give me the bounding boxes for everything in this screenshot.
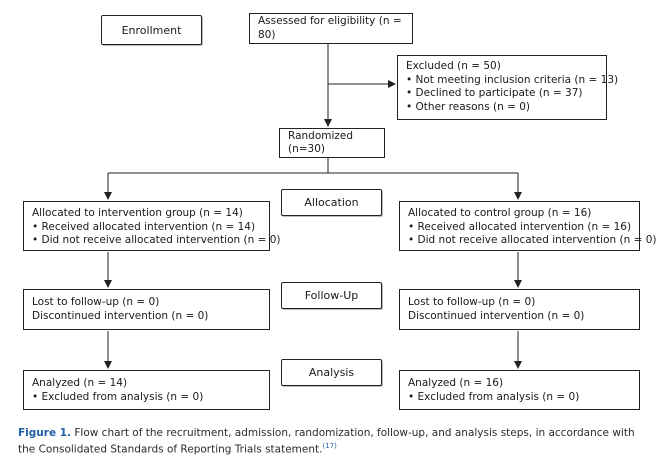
control-discontinued-text: Discontinued intervention (n = 0) xyxy=(408,309,585,322)
excluded-box: Excluded (n = 50) Not meeting inclusion … xyxy=(397,55,619,120)
intervention-analysis-box: Analyzed (n = 14) Excluded from analysis… xyxy=(23,370,270,410)
excluded-item: Declined to participate (n = 37) xyxy=(406,87,598,101)
enrollment-text: Enrollment xyxy=(121,23,182,37)
control-received-text: Received allocated intervention (n = 16) xyxy=(408,221,632,235)
intervention-not-received-text: Did not receive allocated intervention (… xyxy=(32,234,281,248)
allocation-text: Allocation xyxy=(304,196,359,209)
intervention-received-text: Received allocated intervention (n = 14) xyxy=(32,221,261,235)
intervention-allocated-text: Allocated to intervention group (n = 14) xyxy=(32,207,243,219)
excluded-item: Not meeting inclusion criteria (n = 13) xyxy=(406,74,619,88)
enrollment-stage-label: Enrollment xyxy=(101,15,202,45)
control-analysis-box: Analyzed (n = 16) Excluded from analysis… xyxy=(399,370,640,410)
assessed-text: Assessed for eligibility (n = 80) xyxy=(258,15,402,41)
intervention-discontinued-text: Discontinued intervention (n = 0) xyxy=(32,309,209,322)
control-not-received-text: Did not receive allocated intervention (… xyxy=(408,234,657,248)
intervention-allocation-box: Allocated to intervention group (n = 14)… xyxy=(23,201,281,251)
excluded-item: Other reasons (n = 0) xyxy=(406,101,598,115)
control-analyzed-text: Analyzed (n = 16) xyxy=(408,377,504,389)
caption-text: Flow chart of the recruitment, admission… xyxy=(18,427,635,456)
analysis-stage-label: Analysis xyxy=(281,359,382,386)
randomized-box: Randomized (n=30) xyxy=(279,128,385,158)
excluded-title: Excluded (n = 50) xyxy=(406,60,501,72)
control-allocated-text: Allocated to control group (n = 16) xyxy=(408,207,592,219)
allocation-stage-label: Allocation xyxy=(281,189,382,216)
figure-caption: Figure 1. Flow chart of the recruitment,… xyxy=(18,427,648,457)
control-followup-box: Lost to follow-up (n = 0) Discontinued i… xyxy=(399,289,640,330)
caption-label: Figure 1. xyxy=(18,427,72,439)
control-excluded-text: Excluded from analysis (n = 0) xyxy=(408,391,631,405)
caption-reference: (17) xyxy=(322,442,337,450)
control-lost-text: Lost to follow-up (n = 0) xyxy=(408,296,536,308)
followup-text: Follow-Up xyxy=(304,289,359,302)
intervention-excluded-text: Excluded from analysis (n = 0) xyxy=(32,391,261,405)
assessed-box: Assessed for eligibility (n = 80) xyxy=(249,13,413,44)
analysis-text: Analysis xyxy=(308,366,355,379)
intervention-analyzed-text: Analyzed (n = 14) xyxy=(32,377,128,389)
followup-stage-label: Follow-Up xyxy=(281,282,382,309)
intervention-followup-box: Lost to follow-up (n = 0) Discontinued i… xyxy=(23,289,270,330)
control-allocation-box: Allocated to control group (n = 16) Rece… xyxy=(399,201,657,251)
intervention-lost-text: Lost to follow-up (n = 0) xyxy=(32,296,160,308)
randomized-text: Randomized (n=30) xyxy=(288,129,354,156)
